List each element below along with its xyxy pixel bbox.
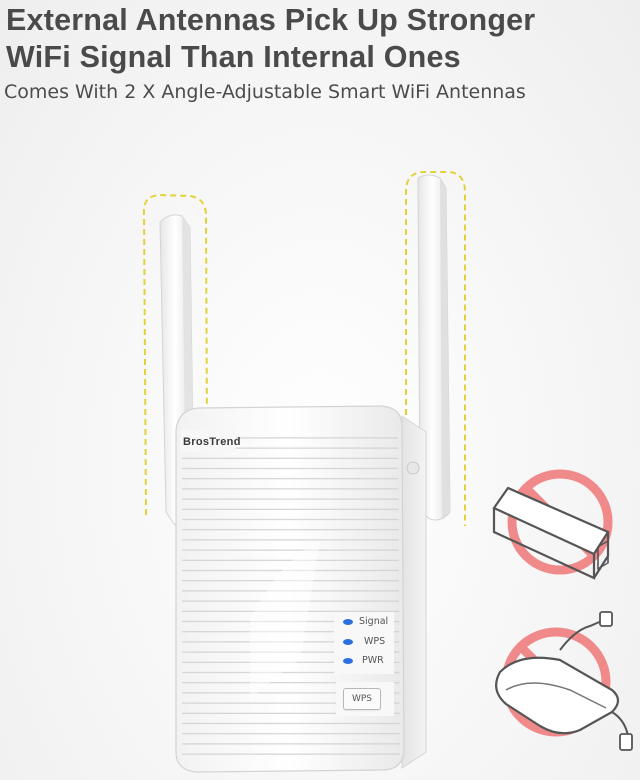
- antenna-highlight-right: [405, 171, 466, 526]
- no-internal-antenna-usb-adapter-icon: [495, 611, 633, 751]
- led-pwr: [343, 658, 353, 664]
- led-label-signal: Signal: [359, 616, 389, 627]
- headline-line-1: External Antennas Pick Up Stronger: [6, 3, 536, 37]
- led-wps: [343, 639, 353, 645]
- led-label-pwr: PWR: [362, 655, 384, 666]
- brand-logo: BrosTrend: [183, 436, 241, 448]
- headline: External Antennas Pick Up Stronger WiFi …: [6, 2, 636, 76]
- no-internal-antenna-adapter-icon: [492, 469, 613, 580]
- extender-front-panel: [175, 405, 405, 773]
- subheadline: Comes With 2 X Angle-Adjustable Smart Wi…: [4, 81, 526, 103]
- antenna-highlight-left: [142, 193, 208, 516]
- led-signal: [343, 619, 353, 625]
- wps-button: WPS: [343, 688, 381, 710]
- led-label-wps: WPS: [364, 636, 386, 647]
- headline-line-2: WiFi Signal Than Internal Ones: [6, 40, 461, 74]
- antenna-hinge-right: [406, 461, 420, 475]
